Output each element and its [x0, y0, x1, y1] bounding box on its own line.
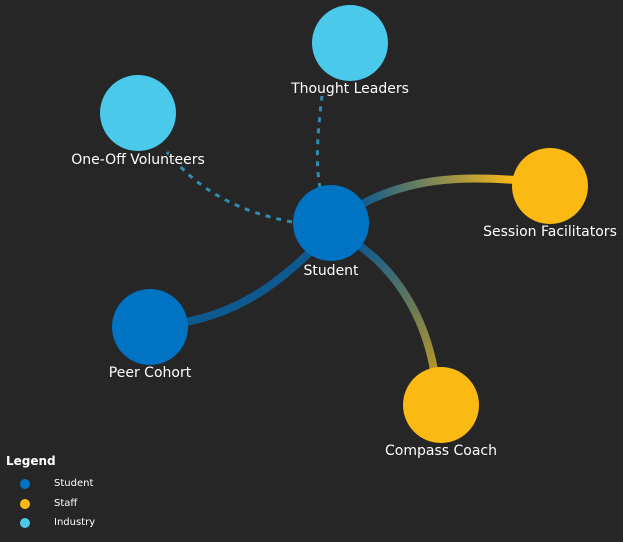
legend-label-industry: Industry: [54, 517, 96, 528]
node-peer-cohort[interactable]: Peer Cohort: [107, 289, 193, 383]
node-label-session-facilitators: Session Facilitators: [483, 224, 617, 240]
node-student[interactable]: Student: [293, 185, 369, 281]
node-circle-thought-leaders[interactable]: [312, 5, 388, 81]
link-student-compass-coach: [356, 242, 438, 374]
link-student-thought-leaders: [315, 95, 324, 189]
node-circle-session-facilitators[interactable]: [512, 148, 588, 224]
legend-item-student: Student: [6, 474, 146, 494]
legend-title: Legend: [6, 454, 56, 468]
node-label-compass-coach: Compass Coach: [385, 443, 497, 459]
legend-item-industry: Industry: [6, 513, 146, 533]
legend-item-staff: Staff: [6, 494, 146, 514]
node-session-facilitators[interactable]: Session Facilitators: [482, 148, 618, 242]
legend-swatch-industry: [20, 518, 30, 528]
node-label-thought-leaders: Thought Leaders: [290, 81, 409, 97]
node-one-off-volunteers[interactable]: One-Off Volunteers: [70, 75, 206, 170]
node-circle-student[interactable]: [293, 185, 369, 261]
node-label-peer-cohort: Peer Cohort: [109, 365, 192, 381]
legend-label-student: Student: [54, 478, 94, 489]
legend-label-staff: Staff: [54, 497, 78, 509]
node-label-student: Student: [303, 263, 359, 279]
legend-swatch-student: [20, 479, 30, 489]
legend-swatch-staff: [20, 498, 30, 509]
node-circle-one-off-volunteers[interactable]: [100, 75, 176, 151]
node-label-one-off-volunteers: One-Off Volunteers: [71, 152, 205, 168]
links-layer: [165, 95, 519, 374]
link-student-peer-cohort: [182, 250, 312, 326]
legend: Legend Student Staff Industry: [6, 454, 146, 533]
node-thought-leaders[interactable]: Thought Leaders: [289, 5, 410, 99]
node-circle-compass-coach[interactable]: [403, 367, 479, 443]
node-circle-peer-cohort[interactable]: [112, 289, 188, 365]
node-compass-coach[interactable]: Compass Coach: [384, 367, 498, 461]
link-student-session-facilitators: [356, 174, 519, 209]
